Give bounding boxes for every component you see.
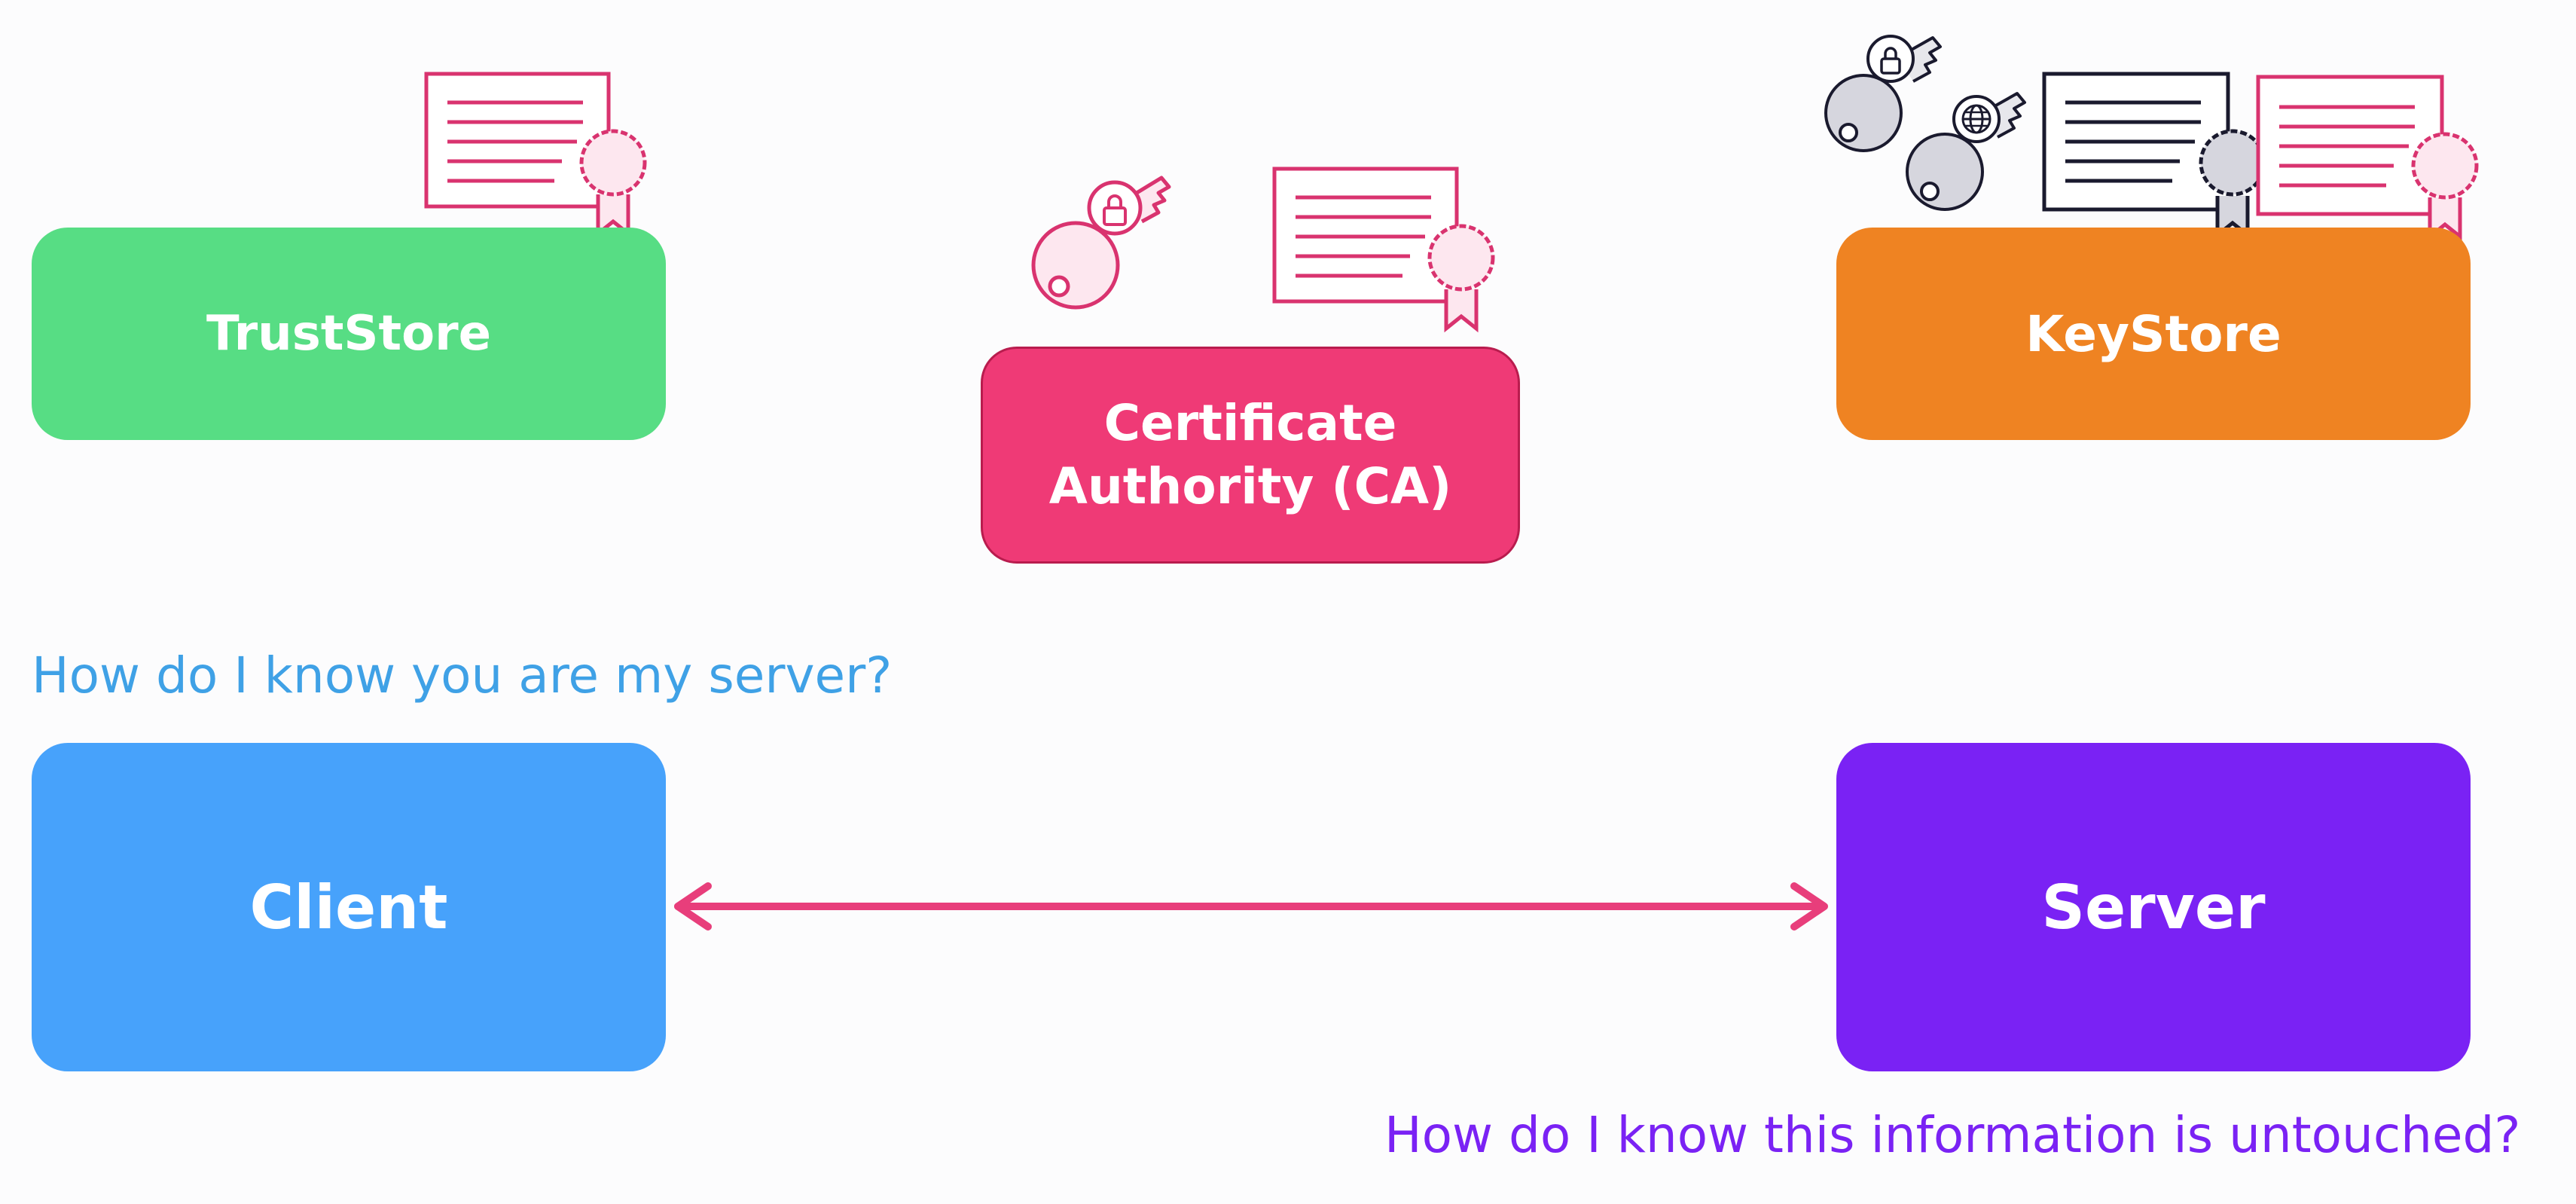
certificate-authority-box: Certificate Authority (CA) xyxy=(981,347,1520,564)
keystore-lock-key-icon xyxy=(1824,35,1942,152)
server-label: Server xyxy=(2041,872,2266,943)
truststore-label: TrustStore xyxy=(206,306,492,362)
keystore-ca-certificate-icon xyxy=(2256,75,2479,241)
keystore-globe-key-icon xyxy=(1906,92,2026,211)
keystore-box: KeyStore xyxy=(1836,228,2471,440)
connection-double-arrow-icon xyxy=(674,882,1828,931)
keystore-server-certificate-icon xyxy=(2042,72,2266,240)
truststore-certificate-icon xyxy=(424,72,647,238)
ca-label-line1: Certificate xyxy=(1103,394,1397,452)
server-question: How do I know this information is untouc… xyxy=(1384,1106,2521,1164)
ca-label-line2: Authority (CA) xyxy=(1048,457,1452,515)
client-box: Client xyxy=(32,743,666,1071)
ca-certificate-icon xyxy=(1272,167,1495,333)
client-label: Client xyxy=(249,872,448,943)
ca-lock-key-icon xyxy=(1031,176,1171,310)
keystore-label: KeyStore xyxy=(2025,304,2281,363)
truststore-box: TrustStore xyxy=(32,228,666,440)
client-question: How do I know you are my server? xyxy=(32,646,893,704)
server-box: Server xyxy=(1836,743,2471,1071)
